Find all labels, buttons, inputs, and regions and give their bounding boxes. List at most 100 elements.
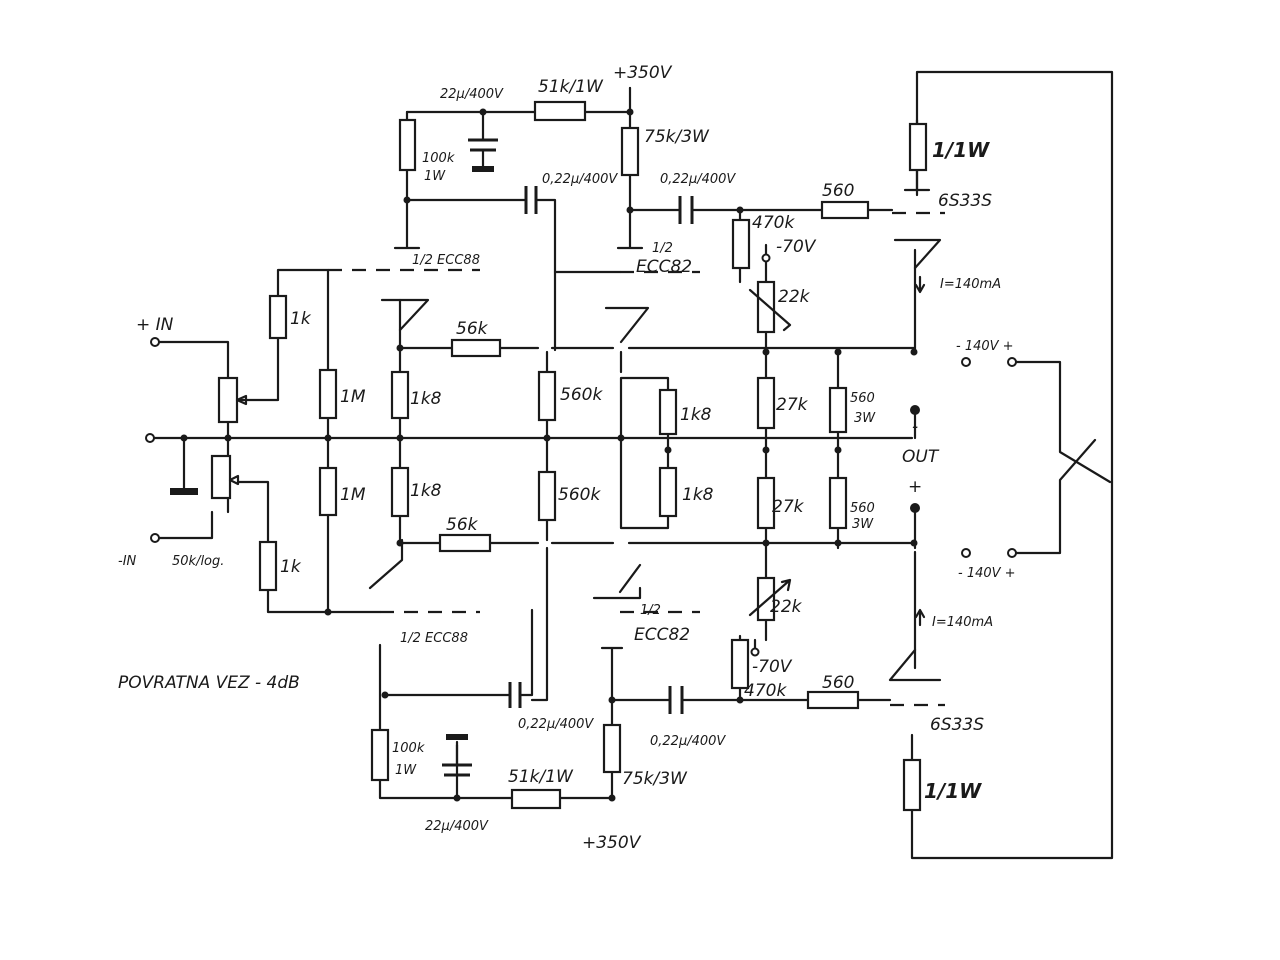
r1k-bottom-label: 1k [280,557,302,577]
resistor-51k-bottom [510,788,562,810]
r1-top-label: 1/1W [932,138,990,162]
tube-ecc82-bot-label-a: 1/2 [640,603,661,618]
in-plus-terminal [150,337,160,347]
wipers [228,253,792,657]
resistor-51k-top [533,100,587,122]
r27k-bottom-label: 27k [772,497,805,517]
resistor-1-bottom [902,758,922,812]
resistor-27k-top [756,376,776,430]
resistor-1k-bottom [258,540,278,592]
resistor-560w-top [828,386,848,434]
resistor-1m-top [318,368,338,420]
resistor-27k-bottom [756,476,776,530]
terminals [145,86,1017,627]
out-minus-label: - [912,417,918,437]
resistor-22k-top [756,280,776,334]
in-minus-label: -IN [118,554,137,569]
tube-ecc88-top-label: 1/2 ECC88 [412,253,480,268]
r560w-bot-label-b: 3W [852,517,874,532]
resistor-1k8-c [658,388,678,436]
resistor-1k8-d [658,466,678,518]
r560-top-label: 560 [822,181,854,201]
r1m-top-label: 1M [340,387,366,407]
rail-top-label: - 140V + [956,339,1014,354]
resistor-75k-top [620,126,640,177]
r75k-bottom-label: 75k/3W [622,769,688,789]
supply-bottom-label: +350V [582,833,642,853]
r1-bottom-label: 1/1W [924,779,982,803]
r1k8-c-label: 1k8 [680,405,712,425]
tube-ecc88-bottom-label: 1/2 ECC88 [400,631,468,646]
r1k8-b-label: 1k8 [410,481,442,501]
capacitors [170,138,694,777]
current-bottom-label: I=140mA [932,615,993,630]
r100k-top-label-b: 1W [424,169,446,184]
r1k-top-label: 1k [290,309,312,329]
r51k-top-label: 51k/1W [538,77,604,97]
resistor-100k-top [398,118,417,172]
tube-ecc82-top-label-b: ECC82 [636,257,692,277]
r22k-top-label: 22k [778,287,811,307]
resistor-560w-bottom [828,476,848,530]
resistor-560-top [820,200,870,220]
r51k-bottom-label: 51k/1W [508,767,574,787]
resistor-560k-top [537,370,557,422]
resistor-75k-bottom [602,723,622,774]
r56k-bottom-label: 56k [446,515,479,535]
cap-c2-top-label: 0,22µ/400V [660,172,736,187]
pot-top [217,376,239,424]
r27k-top-label: 27k [776,395,809,415]
tube-ecc82-bot-label-b: ECC82 [634,625,690,645]
supply-top-label: +350V [613,63,673,83]
r1k8-a-label: 1k8 [410,389,442,409]
r75k-top-label: 75k/3W [644,127,710,147]
tube-ecc82-top-label-a: 1/2 [652,241,673,256]
tube-out-top-label: 6S33S [938,191,992,211]
out-plus-label: + [908,477,922,497]
resistor-1-top [908,122,928,172]
ground-terminal [145,433,155,443]
r560w-bot-label-a: 560 [850,501,875,516]
cap-c1-bottom-label: 0,22µ/400V [518,717,594,732]
r470k-bottom-label: 470k [744,681,787,701]
current-top-label: I=140mA [940,277,1001,292]
r560k-top-label: 560k [560,385,603,405]
resistor-1k8-a [390,370,410,420]
cap-c2-bottom-label: 0,22µ/400V [650,734,726,749]
r560-bottom-label: 560 [822,673,854,693]
r100k-top-label-a: 100k [422,151,455,166]
r100k-bot-label-b: 1W [395,763,417,778]
wires [148,70,1114,860]
r56k-top-label: 56k [456,319,489,339]
r560k-bottom-label: 560k [558,485,601,505]
cap-filter-top-label: 22µ/400V [440,87,504,102]
pot-label: 50k/log. [172,554,224,569]
resistors [210,100,928,812]
resistor-56k-top [450,338,502,358]
pot-bottom [210,454,232,500]
r1m-bottom-label: 1M [340,485,366,505]
feedback-note: POVRATNA VEZ - 4dB [118,673,300,693]
tubes [368,238,942,682]
r560w-top-label-b: 3W [854,411,876,426]
resistor-100k-bottom [370,728,390,782]
neg-bottom-label: -70V [752,657,793,677]
in-minus-terminal [150,533,160,543]
rail-bottom-label: - 140V + [958,566,1016,581]
cap-filter-bottom-label: 22µ/400V [425,819,489,834]
resistor-1k-top [268,294,288,340]
r470k-top-label: 470k [752,213,795,233]
r1k8-d-label: 1k8 [682,485,714,505]
out-label: OUT [902,447,940,467]
r100k-bot-label-a: 100k [392,741,425,756]
r22k-bottom-label: 22k [770,597,803,617]
resistor-1k8-b [390,466,410,518]
in-plus-label: + IN [136,315,174,335]
r560w-top-label-a: 560 [850,391,875,406]
resistor-560k-bottom [537,470,557,522]
resistor-470k-bottom [730,638,750,690]
resistor-470k-top [731,218,751,270]
resistor-22k-bottom [756,576,776,622]
labels: +350V +350V -70V -70V 22µ/400V 0,22µ/400… [118,63,1016,853]
